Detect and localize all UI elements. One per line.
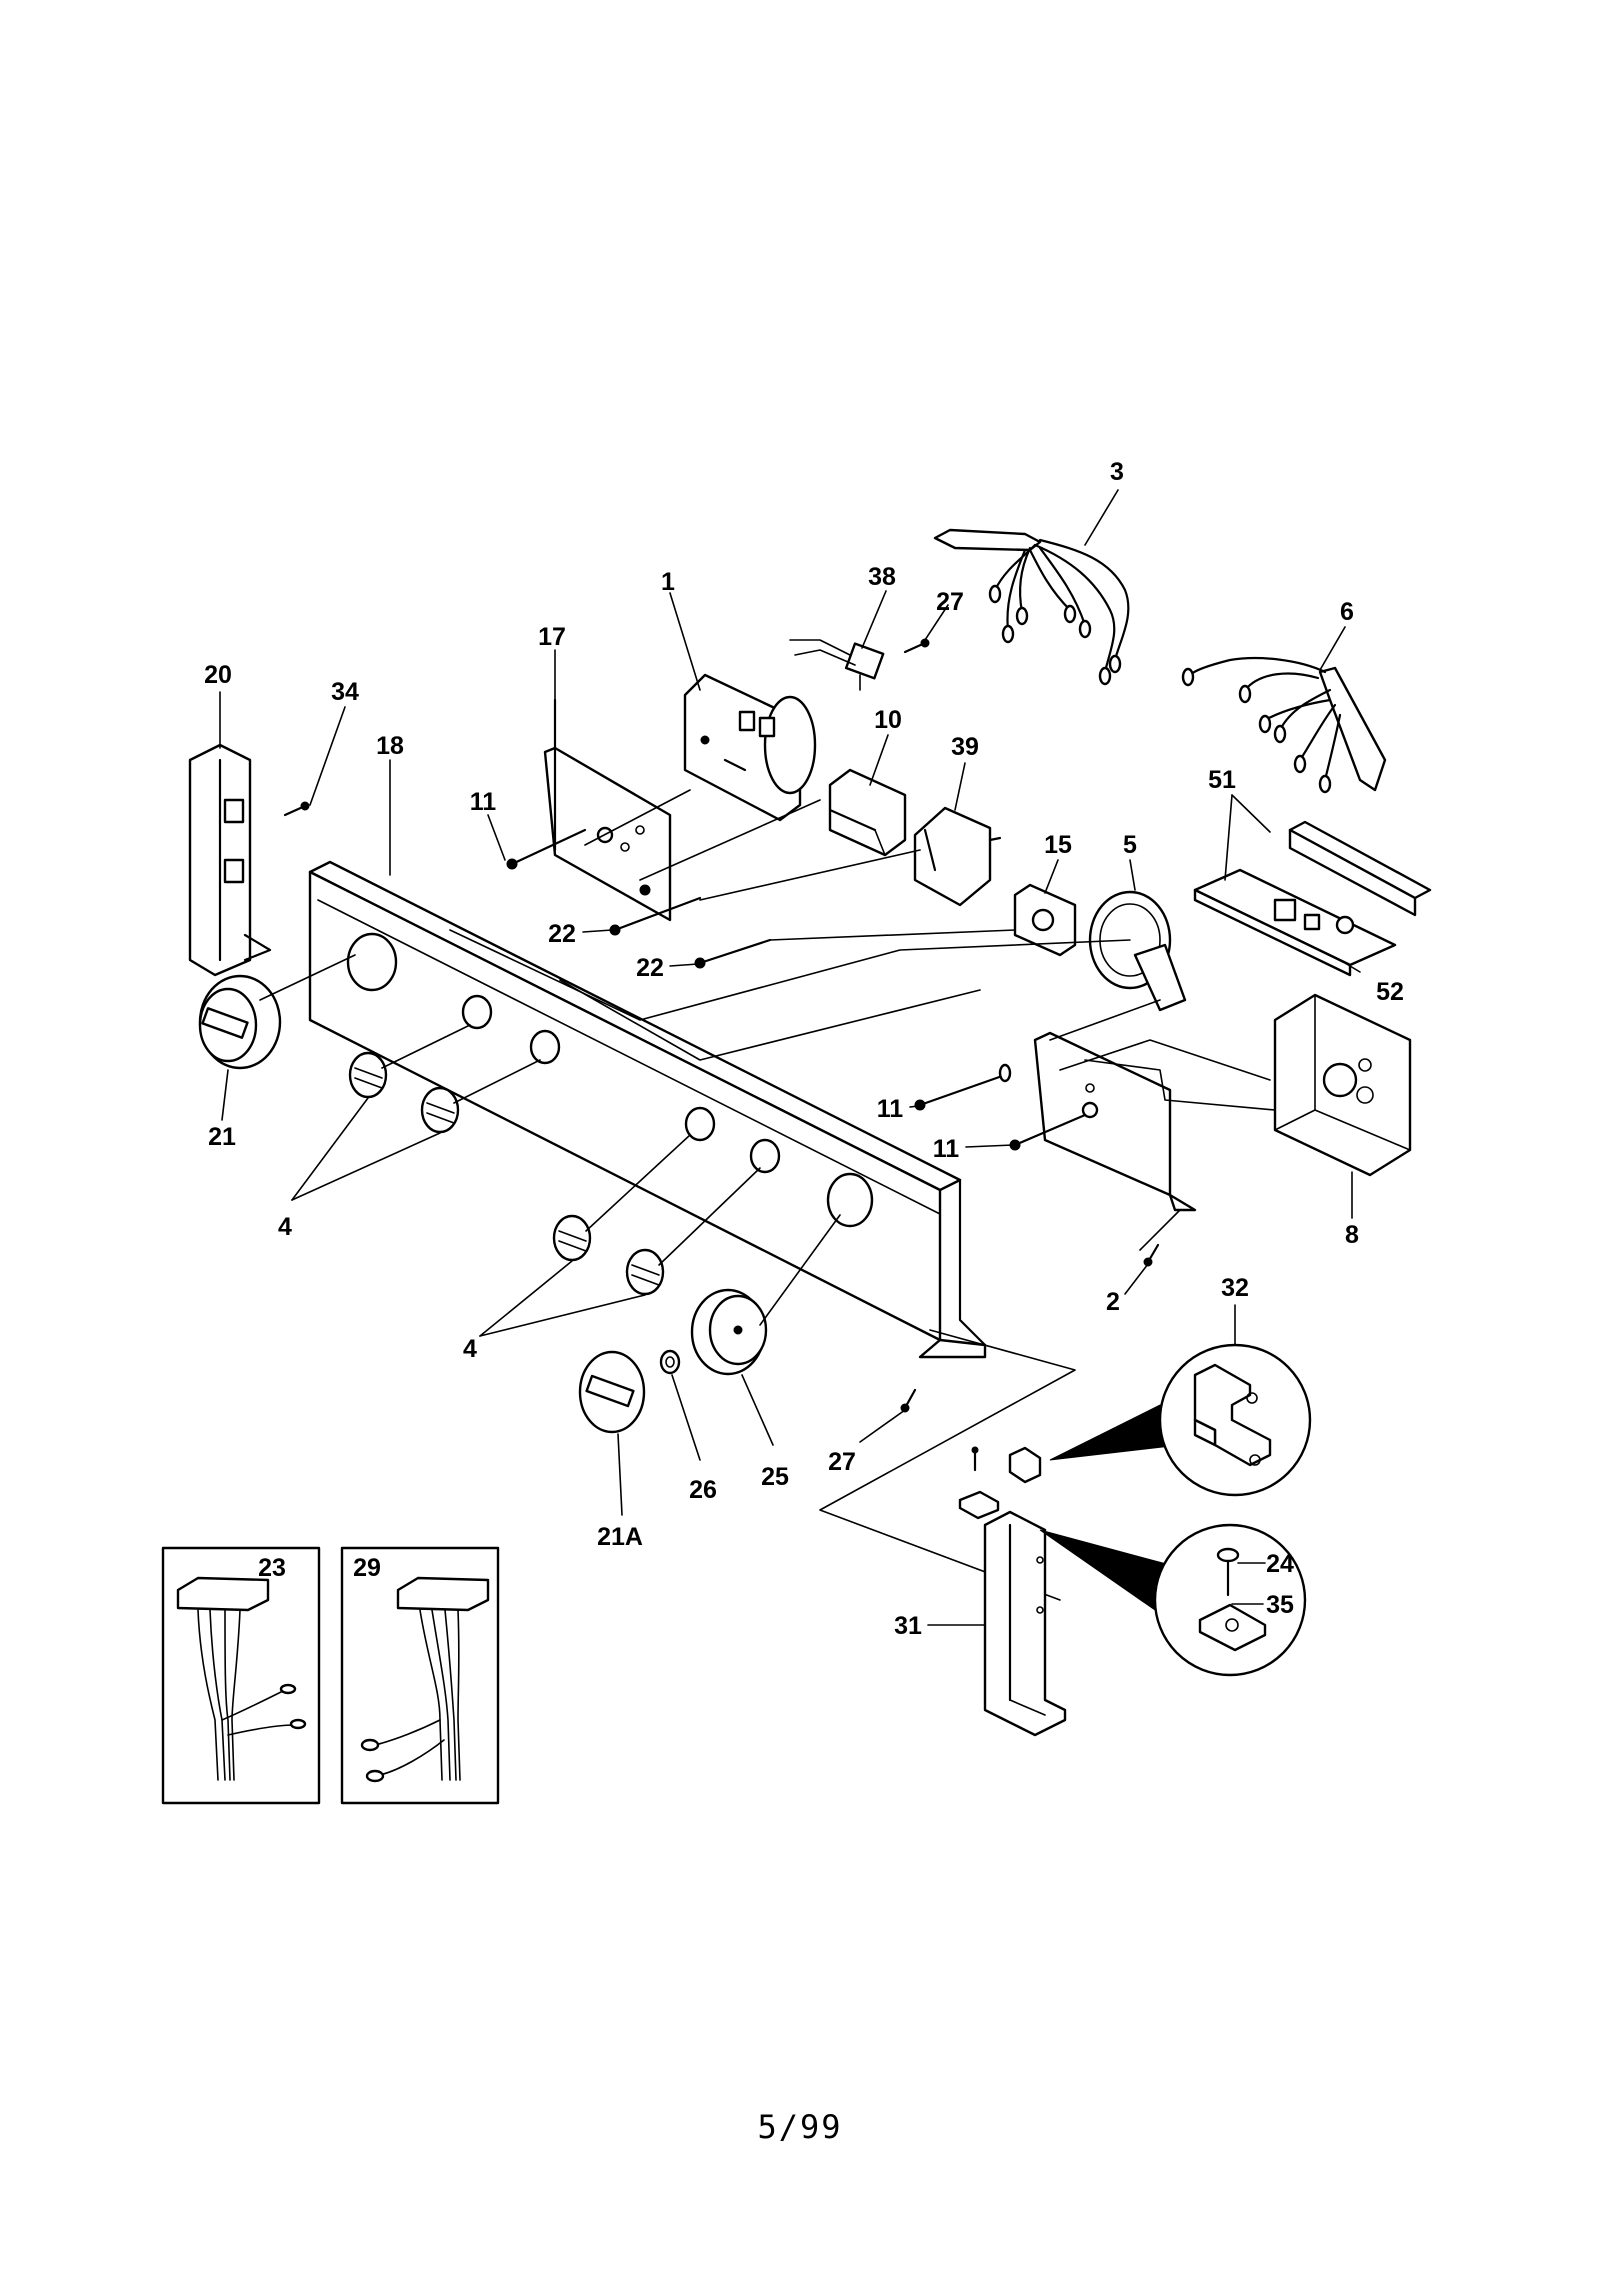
callout-34: 34 <box>331 678 359 706</box>
callout-1: 1 <box>661 568 675 596</box>
clip-35-small <box>958 1490 1000 1520</box>
inset-harness-29 <box>340 1546 500 1805</box>
switch-15 <box>1013 883 1077 957</box>
zoom-detail-24-35 <box>1039 1523 1307 1677</box>
bracket-31 <box>983 1510 1067 1737</box>
callout-11-right-upper: 11 <box>877 1095 904 1123</box>
callout-21: 21 <box>208 1123 236 1151</box>
small-knob-4a <box>348 1051 388 1099</box>
electronic-control-8 <box>1273 993 1412 1177</box>
small-knob-4d <box>625 1248 665 1296</box>
callout-5: 5 <box>1123 831 1137 859</box>
screw-22-lower <box>694 938 772 969</box>
dial-disc-25 <box>690 1288 768 1376</box>
callout-21A: 21A <box>597 1523 643 1551</box>
callout-24: 24 <box>1266 1550 1294 1578</box>
callout-23: 23 <box>258 1554 286 1582</box>
small-knob-4c <box>552 1214 592 1262</box>
callout-11-left: 11 <box>470 788 497 816</box>
page-number: 5/99 <box>757 2108 843 2146</box>
wire-harness-6 <box>1181 657 1387 794</box>
alignment-lines <box>259 789 1276 1601</box>
switch-10 <box>828 768 907 857</box>
callout-3: 3 <box>1110 458 1124 486</box>
control-panel <box>308 860 987 1359</box>
callout-4-upper: 4 <box>278 1213 292 1241</box>
callout-52: 52 <box>1376 978 1404 1006</box>
timer <box>683 673 817 822</box>
callout-17: 17 <box>538 623 566 651</box>
large-knob-21 <box>198 974 282 1070</box>
callout-10: 10 <box>874 706 902 734</box>
callout-4-lower: 4 <box>463 1335 477 1363</box>
pressure-switch-5 <box>1088 890 1187 1012</box>
callout-32: 32 <box>1221 1274 1249 1302</box>
callout-27-lower: 27 <box>828 1448 856 1476</box>
right-mounting-bracket <box>1033 1031 1197 1212</box>
screw-11-left <box>506 828 587 870</box>
large-knob-21A <box>578 1350 646 1434</box>
callout-25: 25 <box>761 1463 789 1491</box>
screw-27-lower <box>900 1388 917 1413</box>
callout-35: 35 <box>1266 1591 1294 1619</box>
switch-39 <box>913 806 1002 907</box>
callout-27-upper: 27 <box>936 588 964 616</box>
callout-8: 8 <box>1345 1221 1359 1249</box>
screw-2 <box>1143 1243 1160 1267</box>
callout-38: 38 <box>868 563 896 591</box>
wire-harness-3 <box>933 528 1130 686</box>
callout-2: 2 <box>1106 1288 1120 1316</box>
callout-29: 29 <box>353 1554 381 1582</box>
circuit-board-assembly <box>1193 820 1432 977</box>
callout-labels: 3 6 38 27 1 17 20 34 18 10 39 15 5 51 52… <box>204 458 1404 1640</box>
callout-39: 39 <box>951 733 979 761</box>
callout-51: 51 <box>1208 766 1236 794</box>
zoom-detail-32 <box>1049 1343 1312 1497</box>
callout-20: 20 <box>204 661 232 689</box>
relay-part-38 <box>789 639 885 691</box>
screw-11-right-upper <box>914 1063 1012 1111</box>
callout-18: 18 <box>376 732 404 760</box>
leader-lines <box>219 489 1361 1626</box>
callout-11-right-lower: 11 <box>933 1135 960 1163</box>
small-knob-4b <box>420 1086 460 1134</box>
callout-26: 26 <box>689 1476 717 1504</box>
washer-26 <box>659 1349 681 1375</box>
screw-27-upper <box>903 638 930 654</box>
screw-34 <box>283 801 310 817</box>
callout-22-lower: 22 <box>636 954 664 982</box>
callout-15: 15 <box>1044 831 1072 859</box>
screw-22-upper <box>609 896 702 936</box>
screw-11-right-lower <box>1009 1113 1087 1151</box>
callout-22-upper: 22 <box>548 920 576 948</box>
end-cap-20 <box>188 743 272 977</box>
inset-harness-23 <box>161 1546 321 1805</box>
clip-32-small <box>971 1446 1042 1484</box>
callout-6: 6 <box>1340 598 1354 626</box>
callout-31: 31 <box>894 1612 922 1640</box>
